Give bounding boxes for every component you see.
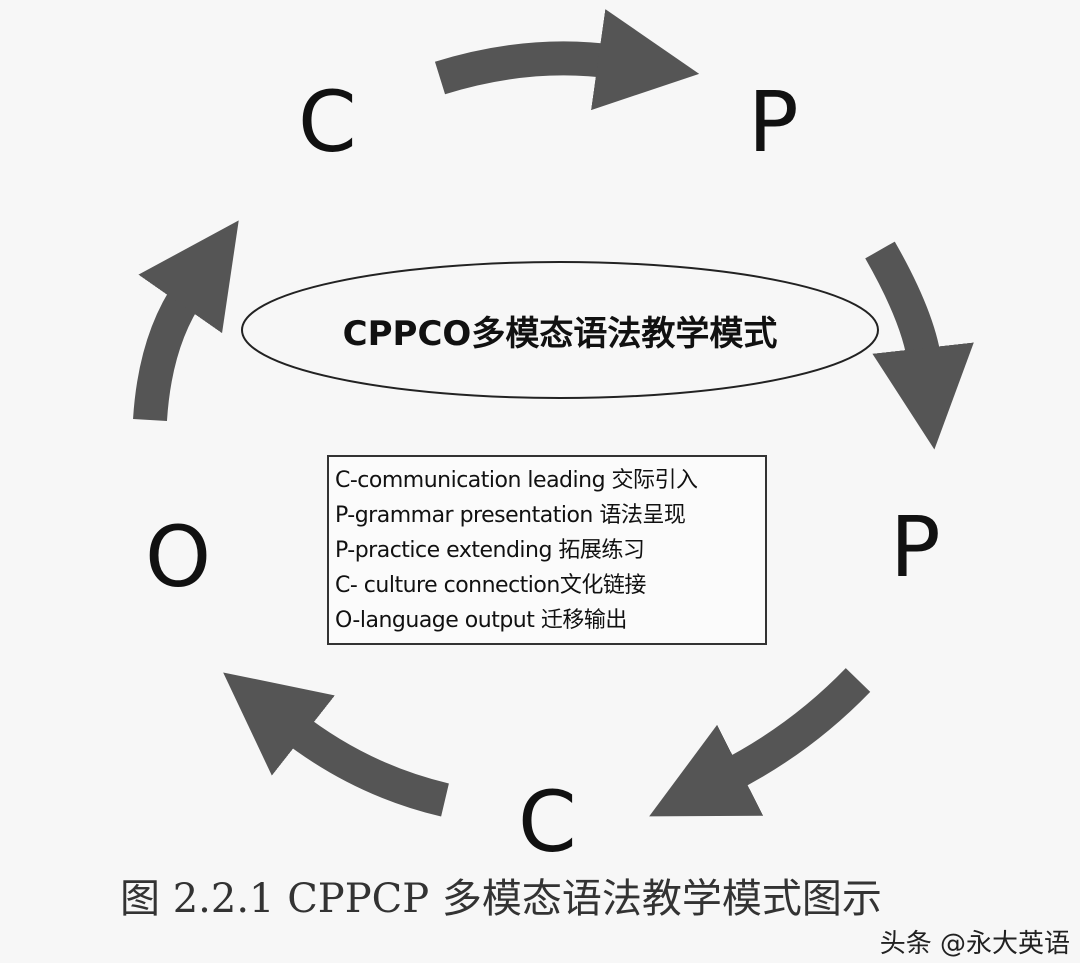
arrow-c-to-p [434,9,700,111]
node-p-right: P [890,498,941,596]
node-p-top: P [748,73,799,171]
node-c-top: C [298,73,357,171]
node-c-bottom: C [518,773,577,871]
arrow-p-to-c [649,668,871,817]
arrow-o-to-c [133,220,239,422]
legend-item: P-grammar presentation 语法呈现 [335,503,686,528]
legend-box: C-communication leading 交际引入 P-grammar p… [327,455,767,645]
legend-item: C- culture connection文化链接 [335,573,646,598]
legend-item: O-language output 迁移输出 [335,608,627,633]
watermark: 头条 @永大英语 [879,929,1070,959]
diagram-title: CPPCO多模态语法教学模式 [342,313,778,354]
title-ellipse [241,261,879,399]
node-o-left: O [145,508,212,606]
legend-item: C-communication leading 交际引入 [335,468,698,493]
arrow-p-to-p [865,241,974,450]
arrow-c-to-o [223,672,449,817]
figure-caption: 图 2.2.1 CPPCP 多模态语法教学模式图示 [120,876,882,922]
legend-item: P-practice extending 拓展练习 [335,538,645,563]
